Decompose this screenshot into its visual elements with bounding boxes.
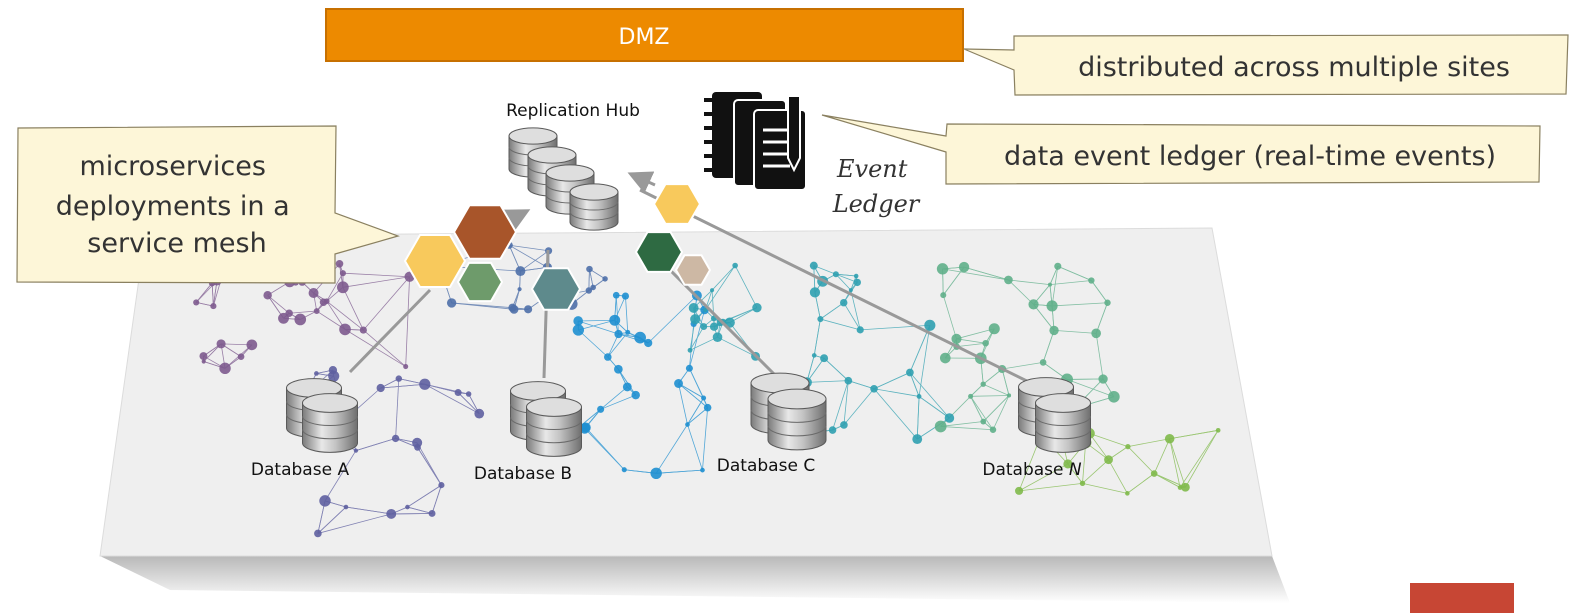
cylinder bbox=[1035, 393, 1091, 453]
dmz-bar bbox=[325, 8, 964, 62]
hexagon-yellow-small bbox=[652, 183, 702, 225]
database-stack-icon bbox=[508, 127, 619, 231]
hexagon-sage bbox=[456, 261, 504, 303]
hexagon-tan bbox=[674, 254, 712, 286]
database-b-icon bbox=[510, 381, 582, 457]
hexagon-forest bbox=[634, 231, 684, 273]
callout-mesh bbox=[16, 125, 400, 284]
event-ledger-line-1: Event bbox=[836, 155, 908, 183]
callout-ledger bbox=[821, 114, 1541, 185]
hexagon-yellow-large bbox=[403, 234, 467, 288]
replication-hub-label: Replication Hub bbox=[506, 101, 640, 121]
callout-sites bbox=[963, 34, 1569, 96]
connector-hub-db-a bbox=[348, 288, 432, 374]
brand-accent-block bbox=[1410, 583, 1514, 613]
dmz-label: DMZ bbox=[619, 25, 670, 50]
map-plane-shadow bbox=[100, 556, 1290, 603]
microservice-hexagons bbox=[403, 183, 712, 311]
hexagon-rust bbox=[452, 204, 518, 260]
callout-sites-text: distributed across multiple sites bbox=[1078, 52, 1510, 83]
connector-hub-ledger bbox=[627, 171, 656, 194]
cylinder bbox=[767, 388, 827, 451]
event-ledger-line-2: Ledger bbox=[832, 190, 921, 218]
cylinder bbox=[569, 183, 619, 231]
database-n-label-prefix: Database bbox=[982, 460, 1069, 480]
callout-mesh-text: microservices deployments in a service m… bbox=[56, 151, 298, 259]
hexagon-slate bbox=[530, 267, 582, 311]
database-c-label: Database C bbox=[717, 456, 815, 476]
callout-ledger-text: data event ledger (real-time events) bbox=[1004, 141, 1496, 172]
cylinder bbox=[526, 397, 582, 457]
database-n-icon bbox=[1018, 377, 1091, 453]
connector-hub-db-n bbox=[639, 188, 1036, 387]
callout-mesh-line-2: deployments in a bbox=[56, 191, 290, 222]
cylinder bbox=[302, 393, 358, 453]
database-a-label: Database A bbox=[251, 460, 350, 480]
database-a-icon bbox=[286, 378, 358, 453]
database-n-label-var: N bbox=[1069, 460, 1082, 480]
database-c-icon bbox=[750, 372, 827, 451]
event-ledger-label: Event Ledger bbox=[832, 155, 921, 218]
callout-mesh-line-3: service mesh bbox=[87, 228, 266, 259]
database-n-label: Database N bbox=[982, 460, 1082, 480]
ledger-documents-icon bbox=[704, 92, 807, 191]
connector-arrows bbox=[348, 171, 1036, 387]
callout-mesh-line-1: microservices bbox=[79, 151, 265, 182]
database-b-label: Database B bbox=[474, 464, 572, 484]
map-plane bbox=[99, 227, 1273, 557]
